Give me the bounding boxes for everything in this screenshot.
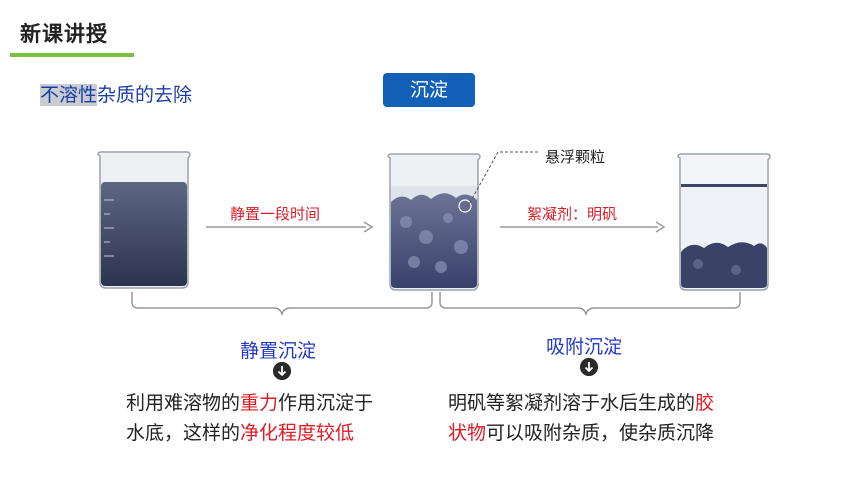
arrow-down-circle-icon [580, 358, 598, 376]
method-desc-static: 利用难溶物的重力作用沉淀于 水底，这样的净化程度较低 [126, 388, 373, 448]
desc-text: 作用沉淀于 [278, 392, 374, 414]
step-label-flocculant: 絮凝剂：明矾 [527, 205, 618, 223]
arrow-right-icon [206, 221, 374, 233]
step-label-settle: 静置一段时间 [230, 205, 321, 223]
subtitle-rest: 杂质的去除 [97, 84, 193, 106]
desc-emphasis: 状物 [448, 422, 487, 444]
desc-emphasis: 净化程度较低 [240, 422, 355, 444]
desc-emphasis: 胶 [695, 392, 715, 414]
desc-text: 明矾等絮凝剂溶于水后生成的 [448, 392, 696, 414]
beaker-settling-icon [387, 153, 481, 291]
callout-leader [467, 151, 538, 207]
desc-line: 水底，这样的净化程度较低 [126, 418, 373, 448]
desc-emphasis: 重力 [240, 392, 279, 414]
method-name-static: 静置沉淀 [240, 340, 317, 362]
desc-text: 可以吸附杂质，使杂质沉降 [486, 422, 715, 444]
desc-line: 状物可以吸附杂质，使杂质沉降 [448, 418, 714, 448]
callout-label: 悬浮颗粒 [545, 148, 606, 166]
desc-text: 水底，这样的 [126, 422, 241, 444]
section-title: 新课讲授 [20, 22, 108, 46]
subtitle: 不溶性杂质的去除 [40, 80, 192, 107]
beaker-murky-icon [97, 151, 191, 289]
arrow-right-icon [500, 221, 666, 233]
method-desc-adsorption: 明矾等絮凝剂溶于水后生成的胶 状物可以吸附杂质，使杂质沉降 [448, 388, 714, 448]
beaker-clear-icon [677, 153, 771, 291]
desc-line: 明矾等絮凝剂溶于水后生成的胶 [448, 388, 714, 418]
topic-tag: 沉淀 [383, 73, 475, 107]
desc-text: 利用难溶物的 [126, 392, 241, 414]
grouping-brackets [131, 292, 741, 317]
arrow-down-circle-icon [273, 362, 291, 380]
method-name-adsorption: 吸附沉淀 [546, 336, 623, 358]
subtitle-highlight: 不溶性 [40, 84, 98, 106]
desc-line: 利用难溶物的重力作用沉淀于 [126, 388, 373, 418]
title-underline [10, 53, 134, 57]
